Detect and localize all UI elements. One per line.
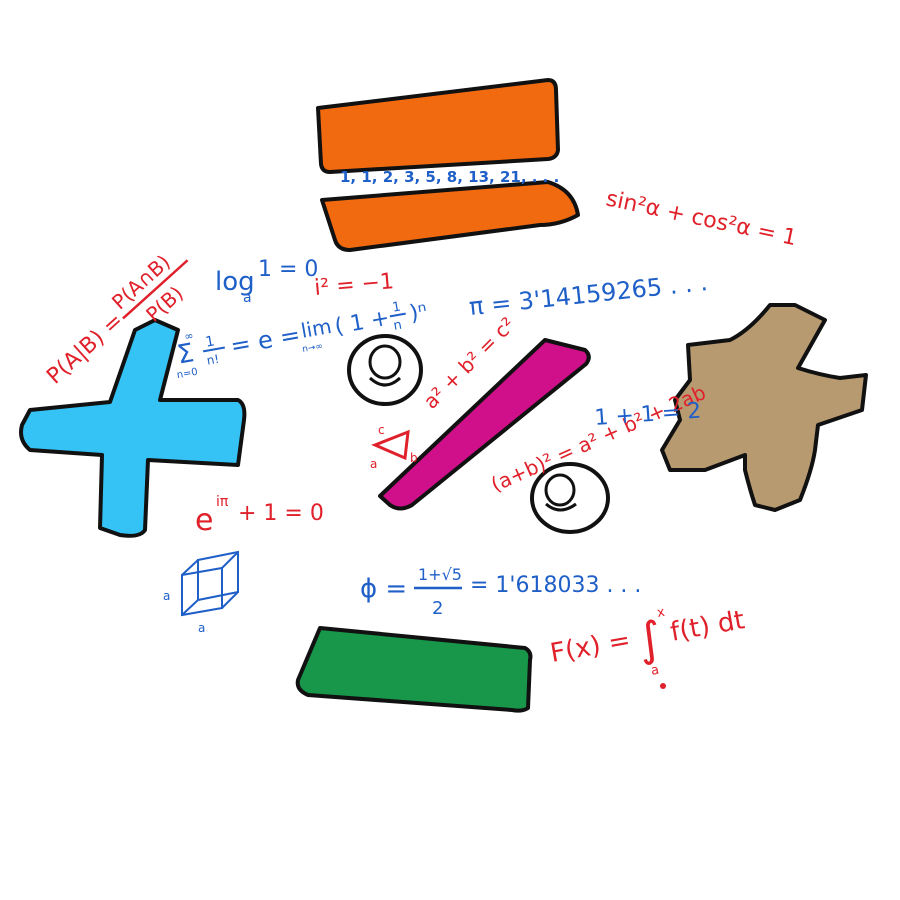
euler-rest: + 1 = 0 — [238, 501, 324, 526]
lim-word: lim — [299, 314, 333, 343]
sigma-bottom: n=0 — [176, 367, 199, 381]
triangle-label-b: b — [410, 451, 418, 465]
fibonacci-sequence: 1, 1, 2, 3, 5, 8, 13, 21, . . . — [340, 168, 559, 186]
lim-n: n — [392, 318, 403, 334]
plus-symbol — [19, 318, 247, 538]
percent-top-circle — [347, 334, 423, 406]
log-base: a — [243, 290, 252, 306]
lim-bar — [389, 312, 406, 318]
cube-icon: a a — [163, 550, 239, 635]
e-equals: = e = — [228, 321, 302, 361]
phi-lhs: ϕ = — [360, 574, 407, 604]
lim-sub: n→∞ — [302, 342, 324, 355]
percent-bottom-circle — [530, 462, 610, 534]
log-rest: 1 = 0 — [258, 257, 318, 282]
frac-nfact: n! — [206, 352, 221, 368]
times-symbol — [660, 303, 868, 512]
euler-exponent: iπ — [216, 494, 229, 510]
percent-slash — [378, 338, 591, 511]
bayes-fraction-bar — [122, 259, 189, 320]
imaginary-unit: i² = −1 — [313, 269, 395, 301]
triangle-label-c: c — [378, 423, 385, 437]
cube-label-a2: a — [198, 621, 205, 635]
right-triangle-icon: c a b — [370, 423, 418, 471]
trig-identity: sin²α + cos²α = 1 — [604, 186, 799, 251]
equals-bottom-bar — [320, 180, 580, 252]
log-word: log — [215, 267, 255, 297]
lim-one: 1 — [391, 299, 402, 315]
integral-upper: x — [656, 605, 666, 621]
integral-dot — [660, 683, 666, 689]
triangle-label-a: a — [370, 457, 377, 471]
phi-denominator: 2 — [432, 598, 443, 619]
sigma-symbol: Σ — [175, 338, 196, 370]
frac-bar — [202, 346, 225, 353]
sigma-top: ∞ — [183, 329, 194, 343]
equals-symbol — [316, 78, 580, 252]
lim-close: )ⁿ — [408, 299, 429, 327]
log-identity: log a 1 = 0 — [215, 257, 318, 306]
golden-ratio: ϕ = 1+√5 2 = 1'618033 . . . — [360, 565, 641, 619]
frac-one: 1 — [204, 333, 216, 350]
integral-formula: F(x) = ∫ x a f(t) dt — [548, 605, 747, 679]
bayes-lhs: P(A|B) = — [42, 308, 128, 389]
pi-value: π = 3'14159265 . . . — [468, 268, 709, 321]
cube-label-a1: a — [163, 589, 170, 603]
euler-identity: e iπ + 1 = 0 — [195, 494, 324, 538]
integral-body: f(t) dt — [668, 605, 747, 648]
minus-symbol — [295, 626, 533, 713]
equals-top-bar — [316, 78, 560, 174]
phi-numerator: 1+√5 — [418, 565, 462, 584]
integral-lhs: F(x) = — [548, 625, 633, 669]
euler-e: e — [195, 503, 213, 538]
integral-lower: a — [650, 663, 660, 679]
phi-rest: = 1'618033 . . . — [470, 573, 641, 598]
